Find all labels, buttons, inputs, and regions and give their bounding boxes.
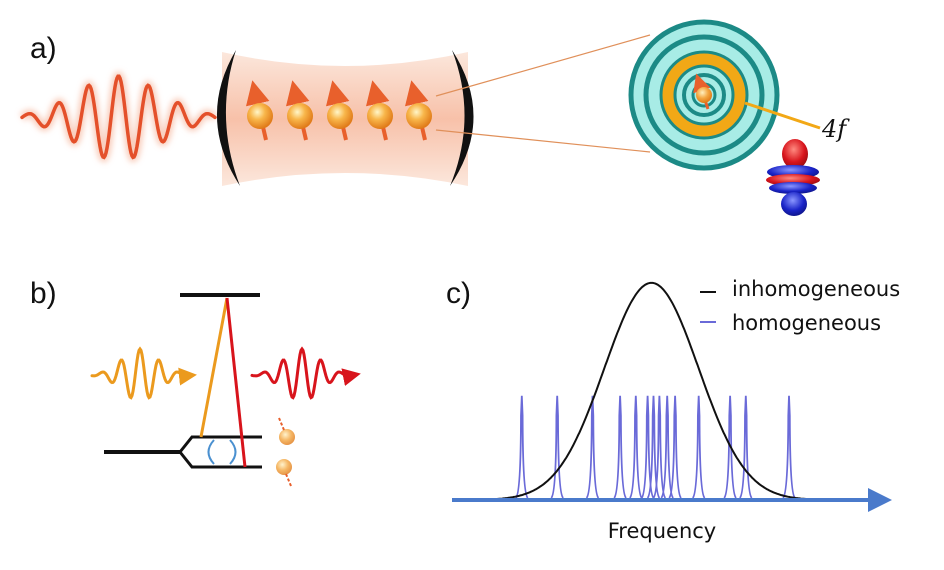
spin-ion-down: [276, 459, 292, 475]
legend-label-homogeneous: homogeneous: [732, 311, 881, 335]
central-ion: [696, 87, 712, 103]
pump-wave: [90, 346, 197, 400]
zoom-lines: [435, 34, 651, 153]
ion-4: [365, 80, 393, 141]
ion: [247, 103, 273, 129]
homogeneous-peak-14: [782, 395, 796, 499]
homogeneous-peak-13: [739, 395, 753, 499]
legend-label-inhomogeneous: inhomogeneous: [732, 277, 900, 301]
homogeneous-peak-11: [691, 395, 706, 499]
orbital-torus-lower-blue: [769, 182, 817, 194]
ion-3: [325, 80, 353, 141]
electron-shells: 4f: [628, 19, 850, 171]
spin-ensemble: [245, 80, 432, 141]
orbital-torus-red: [766, 174, 820, 186]
legend: inhomogeneous homogeneous: [700, 277, 900, 335]
ion: [287, 103, 313, 129]
zoom-line-top: [435, 34, 651, 97]
shell-ring-4f: [662, 53, 746, 137]
zoom-line-bottom: [435, 129, 651, 153]
ion: [327, 103, 353, 129]
energy-level-diagram: [104, 293, 295, 487]
homogeneous-peak-1: [515, 395, 529, 499]
ion-5: [404, 80, 432, 141]
ground-level-splitting: [178, 435, 262, 469]
4f-label: 4f: [821, 115, 850, 143]
emitted-wave-path: [250, 346, 361, 400]
homogeneous-peak-12: [723, 395, 737, 499]
spin-ion-up: [279, 429, 295, 445]
ion-2: [285, 80, 313, 141]
ion: [406, 103, 432, 129]
spin-arrow-up: [278, 417, 285, 431]
homogeneous-peak-9: [660, 395, 674, 499]
orbital-lobe-bottom-blue: [781, 192, 807, 216]
spin-coherence-arc-left: [207, 439, 215, 465]
panel-c-label: c): [446, 277, 471, 310]
shell-ring: [659, 50, 749, 140]
4f-pointer: [744, 101, 821, 130]
panel-a-label: a): [30, 32, 57, 65]
cavity-right-mirror: [450, 50, 474, 186]
cavity-left-mirror: [216, 50, 240, 186]
homogeneous-peak-8: [652, 395, 667, 499]
homogeneous-series: [515, 395, 796, 499]
homogeneous-peak-10: [668, 395, 682, 499]
pump-transition: [199, 297, 229, 438]
homogeneous-peak-3: [585, 395, 600, 499]
ion: [367, 103, 393, 129]
incoming-wave: [20, 74, 217, 160]
homogeneous-peak-2: [550, 395, 564, 499]
homogeneous-peak-4: [613, 395, 627, 499]
pump-wave-path: [90, 346, 197, 400]
homogeneous-peak-5: [629, 395, 643, 499]
inhomogeneous-series: [455, 281, 848, 501]
spin-coherence-arc-right: [229, 439, 237, 465]
ion-1: [245, 80, 273, 141]
orbital-lobe-top-red: [782, 139, 808, 169]
x-axis-label: Frequency: [608, 519, 717, 543]
emission-transition: [225, 297, 247, 468]
incoming-wave-packet: [19, 71, 218, 163]
panel-b-label: b): [30, 277, 57, 310]
shell-ring: [673, 64, 735, 126]
emitted-wave: [250, 346, 361, 400]
f-orbital: [766, 139, 820, 216]
chart-c: Frequency inhomogeneous homogeneous: [452, 277, 900, 543]
spin-arrow-down: [285, 473, 292, 487]
